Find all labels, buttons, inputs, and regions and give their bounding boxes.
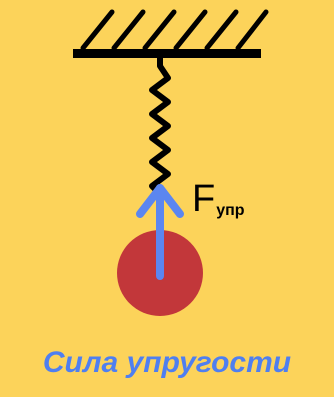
force-subscript: упр [216,202,244,219]
caption: Сила упругости [0,346,334,380]
ceiling-support [73,49,261,58]
force-letter: F [192,178,215,220]
force-label: Fупр [192,180,245,218]
